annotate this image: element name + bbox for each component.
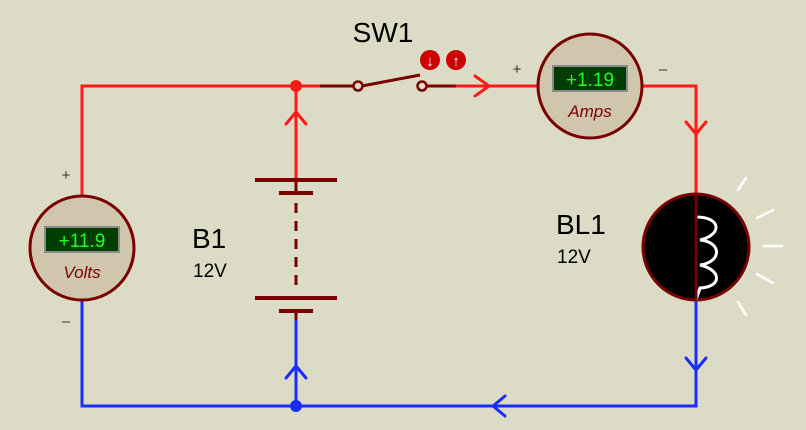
arrow-up-icon [284, 364, 308, 380]
arrow-left-icon [491, 394, 507, 418]
lamp-glow-rays [736, 176, 784, 317]
switch-lever[interactable] [361, 73, 421, 88]
junction-bottom [290, 400, 302, 412]
voltmeter-minus-terminal: – [62, 313, 71, 330]
voltmeter[interactable]: +11.9 Volts [28, 194, 136, 302]
wire-bottom-loop [80, 298, 698, 408]
arrow-right-icon [473, 74, 491, 98]
arrow-down-icon [684, 120, 708, 136]
voltmeter-plus-terminal: + [62, 167, 71, 184]
wire-left-top [80, 84, 355, 237]
ammeter-unit: Amps [567, 102, 612, 121]
ammeter-display [552, 65, 628, 92]
voltmeter-unit: Volts [63, 263, 101, 282]
battery-b1[interactable] [255, 178, 337, 320]
light-ray-icon [736, 300, 748, 317]
light-ray-icon [755, 272, 775, 285]
voltmeter-display [44, 226, 120, 253]
arrow-down-icon: ↓ [426, 53, 434, 70]
light-ray-icon [736, 176, 748, 192]
ammeter-minus-terminal: – [659, 61, 668, 78]
switch-sw1[interactable] [320, 73, 456, 92]
arrow-down-icon [684, 356, 708, 372]
ammeter[interactable]: +1.19 Amps [536, 32, 644, 140]
switch-close-button[interactable]: ↑ [446, 50, 466, 70]
negative-wires [80, 298, 698, 408]
wire-ammeter-lamp [640, 84, 698, 195]
switch-contact-left [352, 80, 364, 92]
arrow-up-icon: ↑ [452, 53, 460, 70]
junction-top [290, 80, 302, 92]
switch-label: SW1 [353, 17, 414, 48]
switch-contact-right [416, 80, 428, 92]
ammeter-reading: +1.19 [566, 70, 614, 91]
lamp-filament [694, 195, 718, 301]
battery-label: B1 [192, 223, 226, 254]
switch-open-button[interactable]: ↓ [420, 50, 440, 70]
light-ray-icon [755, 208, 775, 220]
lamp-label: BL1 [556, 209, 606, 240]
battery-voltage: 12V [193, 261, 227, 282]
voltmeter-reading: +11.9 [59, 231, 106, 252]
ammeter-plus-terminal: + [513, 61, 522, 78]
arrow-up-icon [284, 110, 308, 126]
lamp-bl1[interactable] [641, 192, 751, 302]
lamp-voltage: 12V [557, 247, 591, 268]
